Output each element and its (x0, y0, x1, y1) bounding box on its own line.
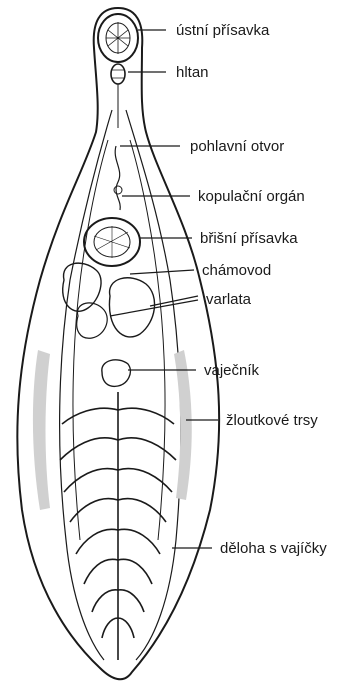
vitelline-glands-shape (33, 350, 192, 510)
label-vas-deferens: chámovod (202, 262, 271, 279)
label-oral-sucker: ústní přísavka (176, 22, 270, 39)
label-ventral-sucker: břišní přísavka (200, 230, 298, 247)
ventral-sucker-shape (84, 218, 140, 266)
pharynx-shape (111, 64, 125, 84)
label-testes: varlata (206, 291, 252, 308)
testes-shape (63, 263, 155, 338)
label-vitelline-glands: žloutkové trsy (226, 412, 318, 429)
intestine-right (126, 110, 181, 660)
label-genital-pore: pohlavní otvor (190, 138, 284, 155)
label-pharynx: hltan (176, 64, 209, 81)
intestine-left (60, 110, 112, 660)
label-uterus: děloha s vajíčky (220, 540, 327, 557)
label-copulatory-organ: kopulační orgán (198, 188, 305, 205)
copulatory-organ-shape (115, 146, 120, 210)
oral-sucker-shape (98, 14, 138, 62)
inner-left-line (73, 140, 108, 540)
ovary-shape (102, 360, 131, 387)
label-ovary: vaječník (204, 362, 260, 379)
